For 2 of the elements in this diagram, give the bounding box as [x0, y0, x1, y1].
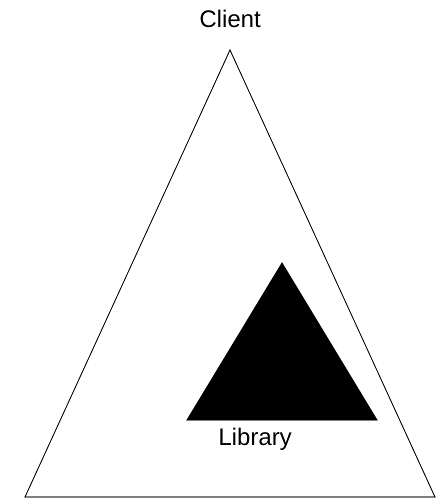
- node-label: Client: [199, 6, 261, 34]
- node-label: Library: [218, 424, 292, 452]
